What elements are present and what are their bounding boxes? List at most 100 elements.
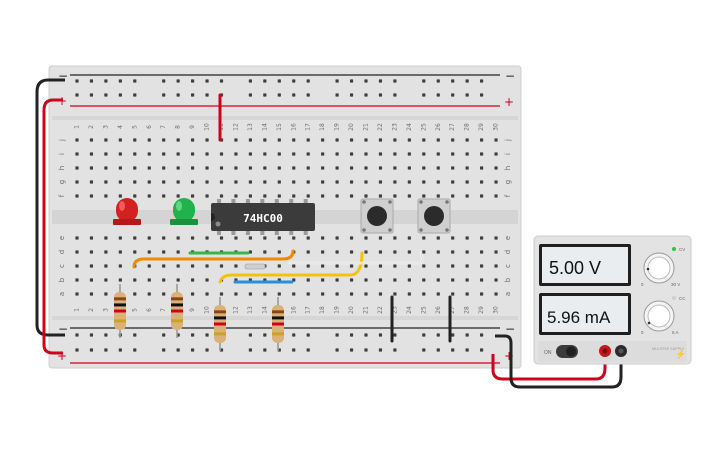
- resistor[interactable]: [171, 284, 183, 338]
- row-label: j: [504, 139, 512, 142]
- breadboard-hole: [75, 292, 79, 296]
- breadboard-hole: [118, 250, 122, 254]
- column-label: 24: [406, 306, 413, 314]
- breadboard-hole: [277, 292, 281, 296]
- breadboard-hole: [133, 292, 137, 296]
- breadboard-hole: [292, 180, 296, 184]
- breadboard-hole: [133, 333, 137, 337]
- breadboard-hole: [219, 152, 224, 156]
- breadboard-hole: [75, 236, 79, 240]
- breadboard-hole: [422, 93, 426, 97]
- column-label: 17: [305, 123, 312, 131]
- breadboard-hole: [118, 93, 122, 97]
- breadboard-hole: [335, 348, 339, 352]
- breadboard-hole: [147, 292, 151, 296]
- column-label: 18: [319, 306, 326, 314]
- row-label: c: [504, 264, 512, 268]
- resistors: [114, 284, 284, 351]
- breadboard-hole: [321, 292, 325, 296]
- breadboard-hole: [378, 278, 383, 282]
- breadboard-hole: [364, 250, 368, 254]
- breadboard-hole: [118, 79, 122, 83]
- breadboard-hole: [349, 292, 354, 296]
- breadboard-hole: [393, 348, 397, 352]
- breadboard-hole: [321, 278, 325, 282]
- breadboard-hole: [162, 236, 166, 240]
- breadboard-hole: [422, 333, 426, 337]
- breadboard-hole: [335, 152, 339, 156]
- breadboard-hole: [75, 250, 79, 254]
- breadboard-hole: [89, 152, 94, 156]
- green-led[interactable]: [170, 198, 198, 225]
- black-wire-to-supply[interactable]: [495, 334, 623, 389]
- breadboard-hole: [364, 79, 368, 83]
- breadboard-hole: [480, 166, 484, 170]
- breadboard-hole: [277, 250, 281, 254]
- push-button-1[interactable]: [360, 198, 394, 234]
- breadboard-hole: [393, 236, 397, 240]
- breadboard-hole: [465, 278, 469, 282]
- column-label: 3: [102, 125, 109, 129]
- red-wire-left-rail[interactable]: [42, 98, 63, 355]
- breadboard-hole: [494, 138, 498, 142]
- power-supply[interactable]: 5.00 V 5.96 mA CV 0 30 V CC 0 5 A ON MUL…: [533, 235, 692, 365]
- row-label: g: [504, 180, 512, 184]
- breadboard-hole: [393, 152, 397, 156]
- resistor[interactable]: [272, 297, 284, 351]
- breadboard-hole: [133, 152, 137, 156]
- breadboard-hole: [335, 138, 339, 142]
- red-wire-to-supply[interactable]: [491, 351, 607, 381]
- breadboard-hole: [451, 152, 455, 156]
- breadboard-hole: [176, 236, 180, 240]
- breadboard-hole: [364, 292, 368, 296]
- row-label: b: [504, 277, 512, 282]
- breadboard-hole: [306, 333, 310, 337]
- breadboard-hole: [321, 236, 325, 240]
- breadboard-hole: [205, 333, 209, 337]
- breadboard-hole: [147, 264, 151, 268]
- chip-label: 74HC00: [243, 212, 283, 225]
- breadboard-hole: [451, 180, 455, 184]
- breadboard-hole: [75, 138, 79, 142]
- column-label: 28: [464, 306, 471, 314]
- orange-wire[interactable]: [132, 249, 295, 269]
- breadboard-hole: [263, 93, 267, 97]
- column-label: 23: [391, 123, 398, 131]
- column-label: 29: [478, 306, 485, 314]
- breadboard-hole: [436, 79, 440, 83]
- breadboard-hole: [321, 152, 325, 156]
- resistor[interactable]: [214, 297, 226, 351]
- breadboard-hole: [75, 79, 79, 83]
- breadboard-hole: [378, 250, 383, 254]
- column-label: 5: [131, 125, 138, 129]
- small-wire-grey[interactable]: [244, 263, 266, 270]
- push-button-2[interactable]: [417, 198, 451, 234]
- column-label: 9: [189, 308, 196, 312]
- yellow-wire[interactable]: [218, 251, 364, 284]
- column-label: 22: [377, 306, 384, 314]
- column-label: 23: [391, 306, 398, 314]
- breadboard-hole: [393, 138, 397, 142]
- cc-label: CC: [679, 296, 686, 301]
- chip-pin: [217, 230, 221, 235]
- column-label: 12: [232, 123, 239, 131]
- row-label: e: [58, 236, 66, 240]
- resistor[interactable]: [114, 284, 126, 338]
- column-label: 14: [261, 306, 268, 314]
- breadboard-hole: [451, 236, 455, 240]
- breadboard-hole: [451, 194, 455, 198]
- breadboard-hole: [349, 278, 354, 282]
- breadboard-hole: [248, 166, 252, 170]
- breadboard-hole: [349, 79, 354, 83]
- breadboard-hole: [219, 292, 224, 296]
- breadboard-hole: [465, 333, 469, 337]
- column-label: 16: [290, 123, 297, 131]
- chip-pin: [303, 199, 308, 204]
- breadboard-hole: [407, 166, 411, 170]
- chip-74hc00[interactable]: 74HC00: [211, 203, 315, 231]
- red-led[interactable]: [113, 198, 141, 225]
- breadboard-hole: [133, 79, 137, 83]
- breadboard-hole: [176, 194, 180, 198]
- column-label: 24: [406, 123, 413, 131]
